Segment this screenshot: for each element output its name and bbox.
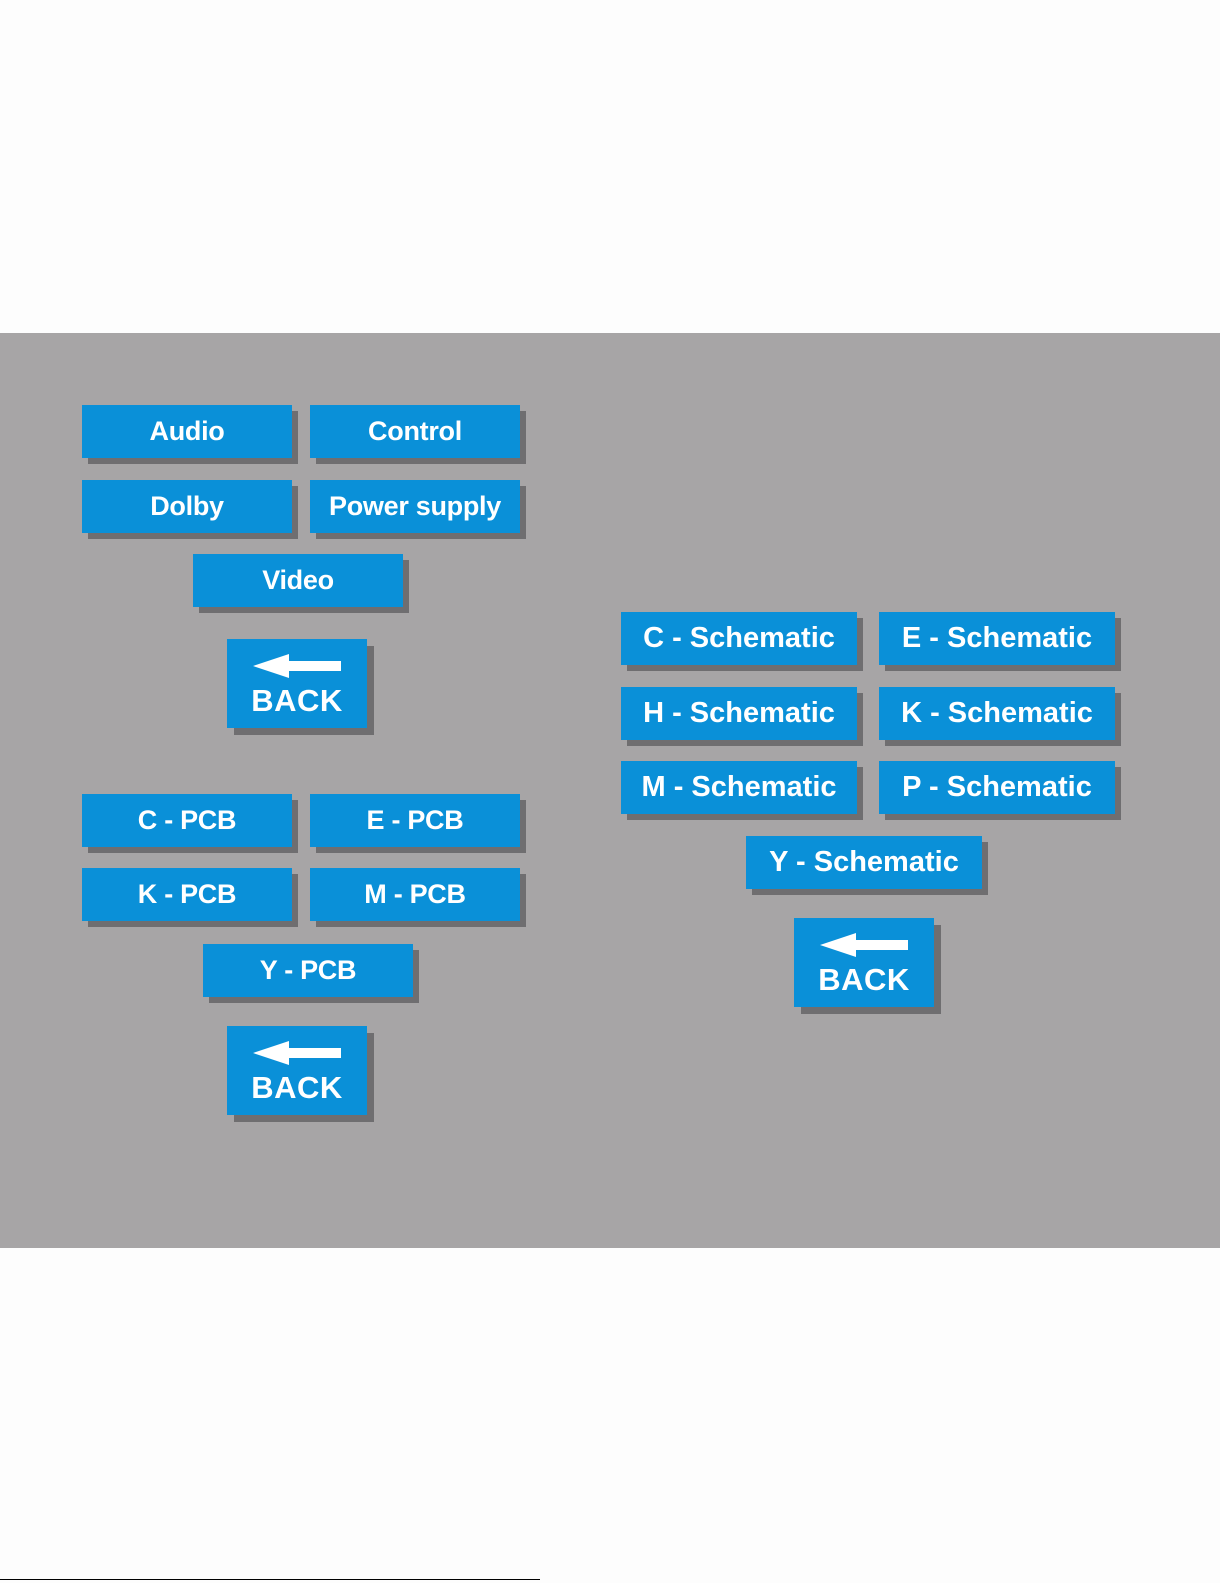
c-pcb-button[interactable]: C - PCB [82, 794, 292, 847]
c-schematic-button[interactable]: C - Schematic [621, 612, 857, 665]
dolby-button[interactable]: Dolby [82, 480, 292, 533]
power-supply-button[interactable]: Power supply [310, 480, 520, 533]
back-label: BACK [227, 683, 367, 719]
footer-divider [0, 1579, 540, 1580]
k-pcb-button[interactable]: K - PCB [82, 868, 292, 921]
audio-button[interactable]: Audio [82, 405, 292, 458]
e-schematic-button[interactable]: E - Schematic [879, 612, 1115, 665]
k-schematic-button[interactable]: K - Schematic [879, 687, 1115, 740]
video-button[interactable]: Video [193, 554, 403, 607]
p-schematic-button[interactable]: P - Schematic [879, 761, 1115, 814]
y-pcb-button[interactable]: Y - PCB [203, 944, 413, 997]
control-button[interactable]: Control [310, 405, 520, 458]
back-button-boards[interactable]: BACK [227, 639, 367, 728]
m-schematic-button[interactable]: M - Schematic [621, 761, 857, 814]
y-schematic-button[interactable]: Y - Schematic [746, 836, 982, 889]
left-arrow-icon [820, 933, 908, 957]
back-button-schematics[interactable]: BACK [794, 918, 934, 1007]
m-pcb-button[interactable]: M - PCB [310, 868, 520, 921]
left-arrow-icon [253, 1041, 341, 1065]
e-pcb-button[interactable]: E - PCB [310, 794, 520, 847]
left-arrow-icon [253, 654, 341, 678]
navigation-panel: Audio Control Dolby Power supply Video B… [0, 333, 1220, 1248]
back-label: BACK [794, 962, 934, 998]
back-button-pcb[interactable]: BACK [227, 1026, 367, 1115]
back-label: BACK [227, 1070, 367, 1106]
h-schematic-button[interactable]: H - Schematic [621, 687, 857, 740]
